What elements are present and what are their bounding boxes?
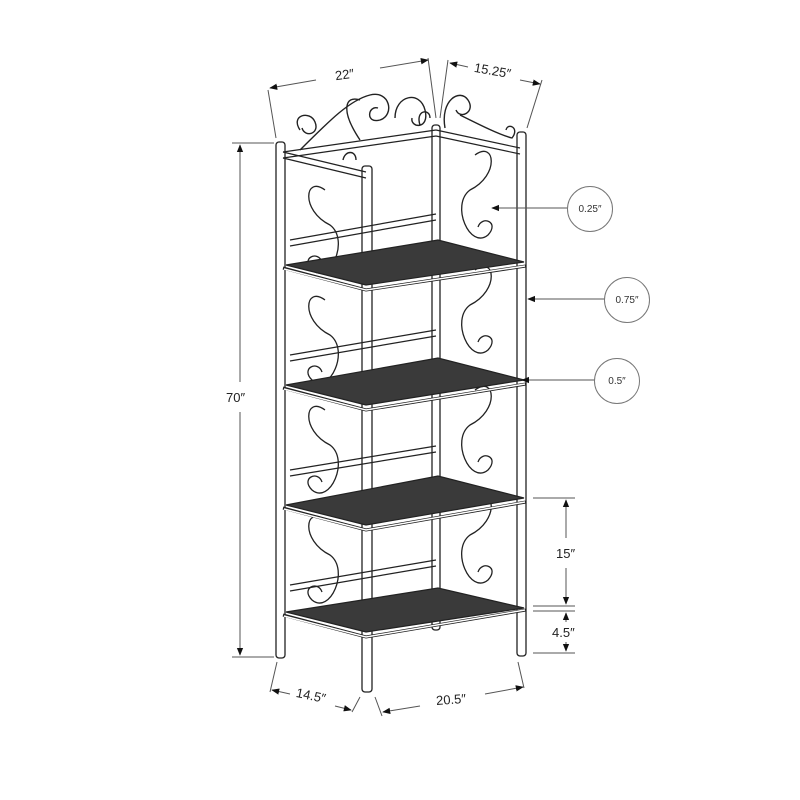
dim-bottom-width: 20.5″: [435, 690, 467, 709]
callout-shelf-rail: 0.5″: [594, 358, 640, 404]
callout-post: 0.75″: [604, 277, 650, 323]
side-scrolls-left: [307, 185, 339, 604]
post-back-left: [275, 141, 286, 659]
dim-top-width: 22″: [334, 65, 356, 84]
callout-scroll-wire: 0.25″: [567, 186, 613, 232]
dim-shelf-spacing: 15″: [556, 546, 576, 561]
post-front-right: [516, 131, 527, 657]
shelf-2: [282, 329, 527, 412]
callout-label: 0.5″: [608, 375, 626, 387]
shelf-3: [282, 445, 527, 532]
dimension-lines: [232, 57, 606, 717]
shelf-4: [282, 559, 527, 639]
shelf-1: [282, 213, 527, 292]
dim-height: 70″: [226, 390, 246, 405]
post-front-left: [361, 165, 373, 693]
callout-label: 0.25″: [578, 203, 602, 215]
side-scrolls-right: [461, 150, 493, 584]
shelves: [282, 213, 527, 639]
callout-label: 0.75″: [615, 294, 639, 306]
top-rails: [282, 129, 521, 179]
crest-scrolls: [296, 93, 516, 161]
dim-bottom-clearance: 4.5″: [552, 625, 575, 640]
